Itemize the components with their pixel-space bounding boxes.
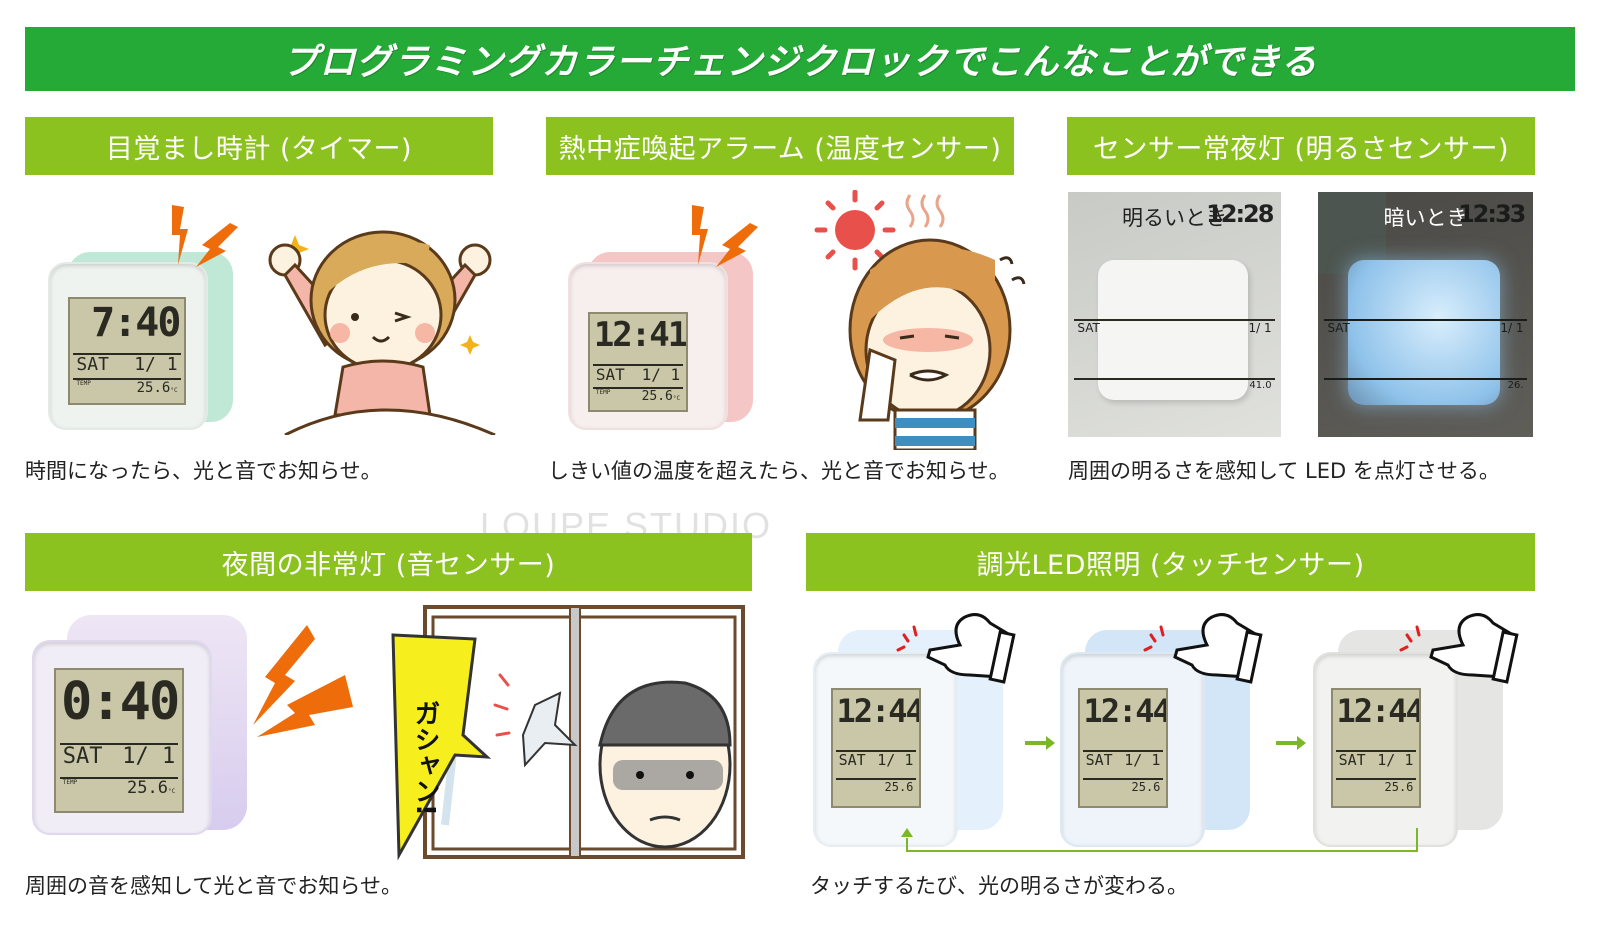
hot-girl-illustration [814,190,1026,450]
section-header-alarm: 目覚まし時計 (タイマー) [25,117,493,175]
section-header-touch: 調光LED照明 (タッチセンサー) [806,533,1535,591]
caption-sound: 周囲の音を感知して光と音でお知らせ。 [25,874,402,898]
section-title: 熱中症喚起アラーム (温度センサー) [558,133,1002,165]
caption-alarm: 時間になったら、光と音でお知らせ。 [25,459,382,483]
section-header-sound: 夜間の非常灯 (音センサー) [25,533,752,591]
photo-label: 明るいとき [1122,206,1227,230]
section-title: 調光LED照明 (タッチセンサー) [976,549,1365,581]
section-title: 夜間の非常灯 (音センサー) [221,549,556,581]
svg-text:ガシャン!: ガシャン! [410,700,440,816]
alarm-bolt-icon [692,205,758,267]
photo-label: 暗いとき [1383,206,1468,230]
arrow-up-icon [901,828,913,837]
cycle-loop-drop [1416,828,1418,840]
section-title: 目覚まし時計 (タイマー) [105,133,413,165]
section-header-heat: 熱中症喚起アラーム (温度センサー) [546,117,1014,175]
section-title: センサー常夜灯 (明るさセンサー) [1092,133,1510,165]
section-header-brightness: センサー常夜灯 (明るさセンサー) [1067,117,1535,175]
burglar-window-illustration: ガシャン! [391,605,745,860]
main-banner: プログラミングカラーチェンジクロックでこんなことができる [25,27,1575,91]
arrow-right-icon [1025,736,1055,750]
alarm-bolt-icon [253,625,353,737]
main-title: プログラミングカラーチェンジクロックでこんなことができる [282,42,1318,83]
touch-hand-icon [1399,613,1519,684]
caption-touch: タッチするたび、光の明るさが変わる。 [810,874,1188,898]
caption-heat: しきい値の温度を超えたら、光と音でお知らせ。 [548,459,1010,483]
alarm-bolt-icon [172,205,238,267]
touch-hand-icon [1143,613,1263,684]
waking-girl-illustration [268,230,496,435]
touch-hand-icon [896,613,1016,684]
cycle-loop-line [906,838,1418,852]
arrow-right-icon [1276,736,1306,750]
caption-brightness: 周囲の明るさを感知して LED を点灯させる。 [1068,459,1500,483]
